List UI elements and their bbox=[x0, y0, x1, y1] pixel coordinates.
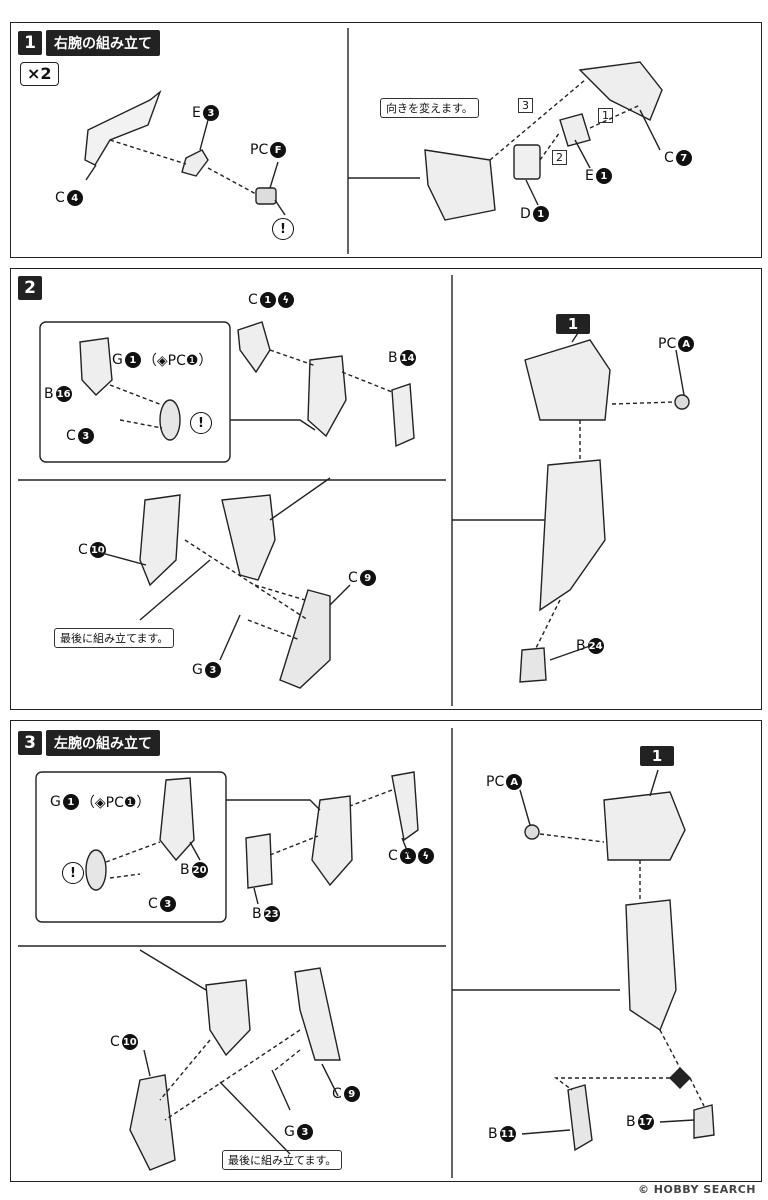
step2-header: 2 bbox=[18, 276, 42, 300]
step2-ref-step: 1 bbox=[556, 314, 590, 334]
step3-header: 3 左腕の組み立て bbox=[18, 730, 160, 756]
step1-multiplier: ×2 bbox=[20, 62, 59, 86]
watermark: © HOBBY SEARCH bbox=[637, 1183, 756, 1196]
step1-header: 1 右腕の組み立て bbox=[18, 30, 160, 56]
step1-panel bbox=[10, 22, 762, 258]
lightning-icon: ϟ bbox=[417, 848, 434, 864]
lightning-icon: ϟ bbox=[277, 292, 294, 308]
step2-panel bbox=[10, 268, 762, 710]
step3-note: 最後に組み立てます。 bbox=[222, 1150, 343, 1170]
step3-title: 左腕の組み立て bbox=[46, 730, 160, 756]
warning-icon: ! bbox=[272, 218, 294, 240]
warning-icon: ! bbox=[190, 412, 212, 434]
step1-title: 右腕の組み立て bbox=[46, 30, 160, 56]
order-2: 2 bbox=[552, 150, 567, 165]
step1-number: 1 bbox=[18, 31, 42, 55]
step3-number: 3 bbox=[18, 731, 42, 755]
step2-number: 2 bbox=[18, 276, 42, 300]
order-3: 3 bbox=[518, 98, 533, 113]
step1-note: 向きを変えます。 bbox=[380, 98, 479, 118]
step2-note: 最後に組み立てます。 bbox=[54, 628, 175, 648]
warning-icon: ! bbox=[62, 862, 84, 884]
step3-panel bbox=[10, 720, 762, 1182]
step3-ref-step: 1 bbox=[640, 746, 674, 766]
